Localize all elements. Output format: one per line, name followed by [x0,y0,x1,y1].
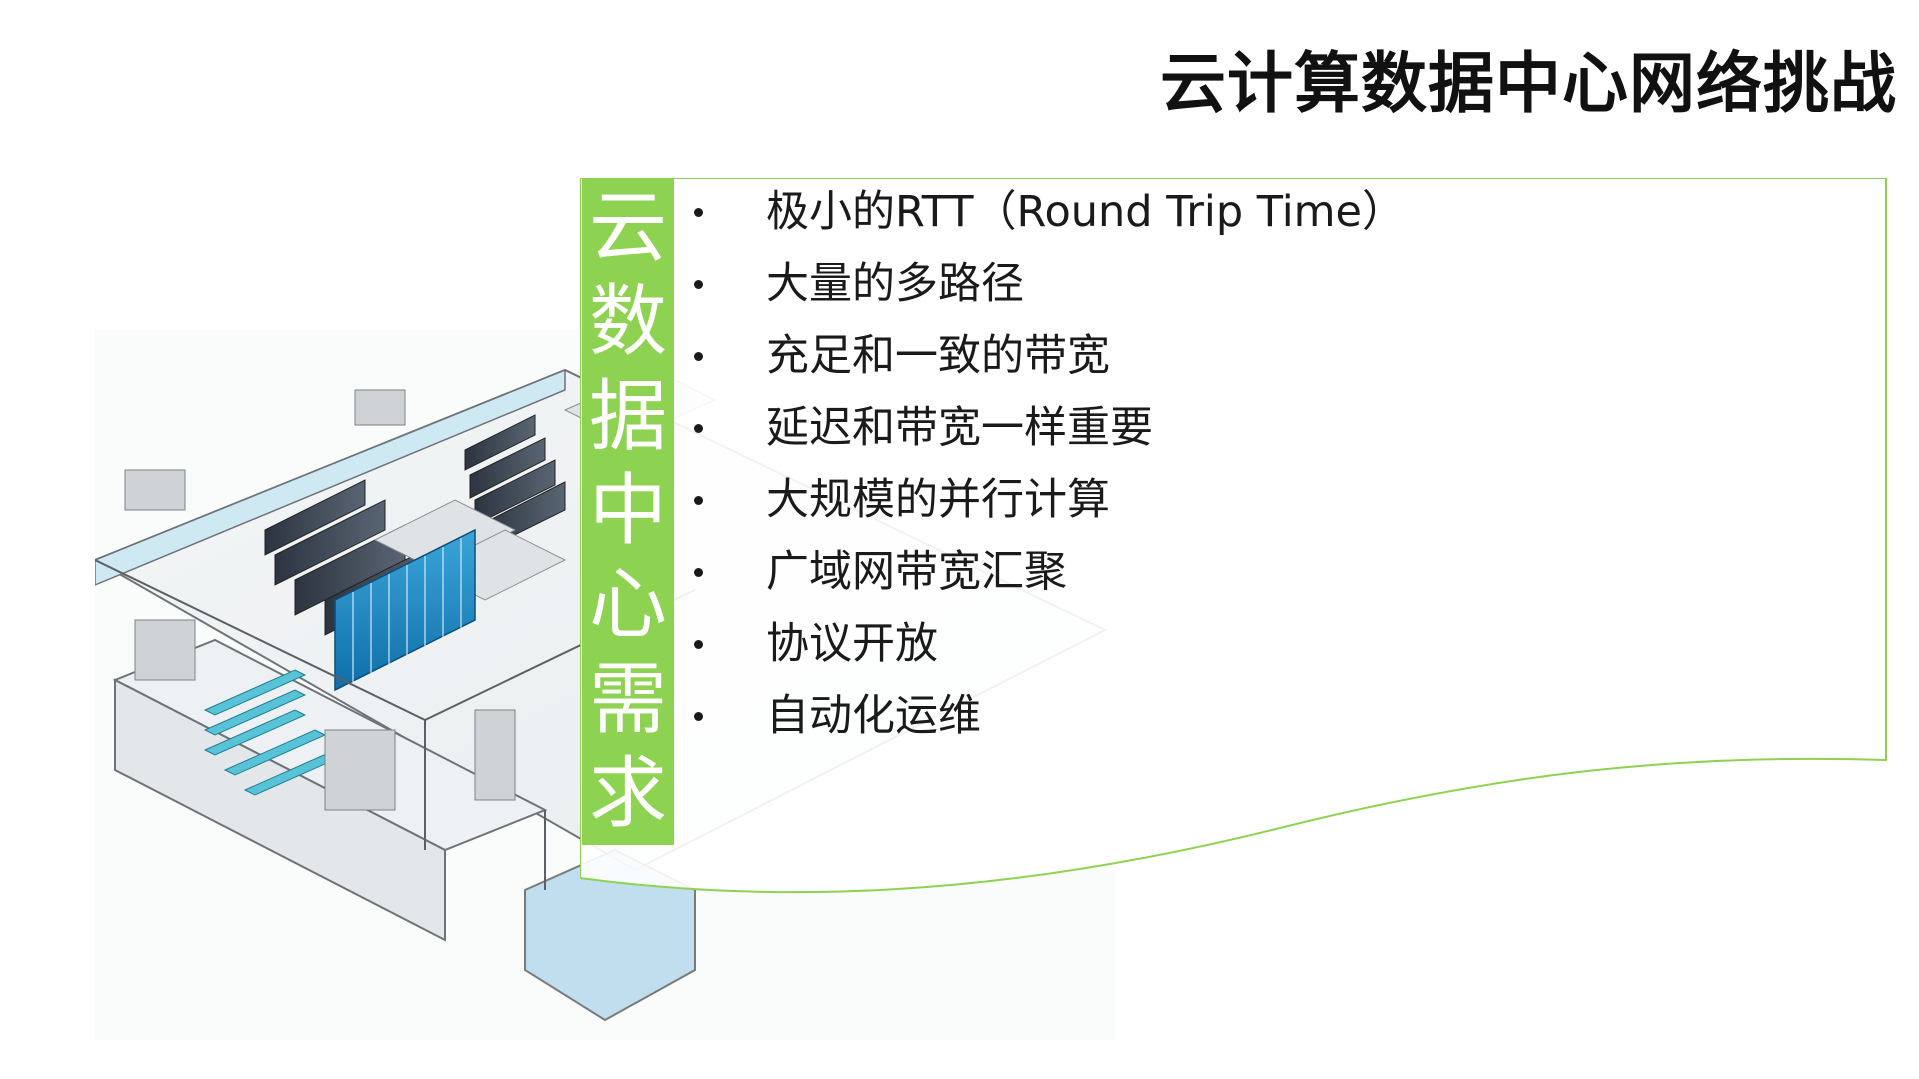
datacenter-requirements-label: 云 数 据 中 心 需 求 [582,179,674,845]
vertical-label-char: 云 [588,183,667,273]
list-item: 协议开放 [690,616,1405,688]
list-item: 广域网带宽汇聚 [690,544,1405,616]
list-item: 大量的多路径 [690,256,1405,328]
list-item: 自动化运维 [690,688,1405,760]
bullet-icon [694,496,703,505]
vertical-label-char: 数 [588,277,667,368]
vertical-label-char: 心 [588,560,667,651]
list-item: 大规模的并行计算 [690,472,1405,544]
vertical-label-char: 中 [588,465,667,556]
list-item-text: 自动化运维 [766,691,981,741]
vertical-label-char: 求 [588,748,667,839]
bullet-icon [694,568,703,577]
list-item-text: 广域网带宽汇聚 [766,547,1067,597]
bullet-icon [694,640,703,649]
requirements-list: 极小的RTT（Round Trip Time） 大量的多路径 充足和一致的带宽 … [690,184,1405,760]
requirements-panel [580,178,1887,894]
bullet-icon [694,352,703,361]
list-item: 延迟和带宽一样重要 [690,400,1405,472]
list-item-text: 充足和一致的带宽 [766,331,1110,381]
bullet-icon [694,208,703,217]
bullet-icon [694,280,703,289]
bullet-icon [694,424,703,433]
vertical-label-char: 需 [588,654,667,745]
list-item-text: 延迟和带宽一样重要 [766,403,1153,453]
list-item-text: 极小的RTT（Round Trip Time） [766,187,1406,237]
list-item-text: 大规模的并行计算 [766,475,1110,525]
list-item-text: 协议开放 [766,619,938,669]
list-item: 充足和一致的带宽 [690,328,1405,400]
list-item-text: 大量的多路径 [766,259,1024,309]
bullet-icon [694,712,703,721]
vertical-label-char: 据 [588,371,667,462]
list-item: 极小的RTT（Round Trip Time） [690,184,1405,256]
slide-title: 云计算数据中心网络挑战 [1160,45,1897,122]
